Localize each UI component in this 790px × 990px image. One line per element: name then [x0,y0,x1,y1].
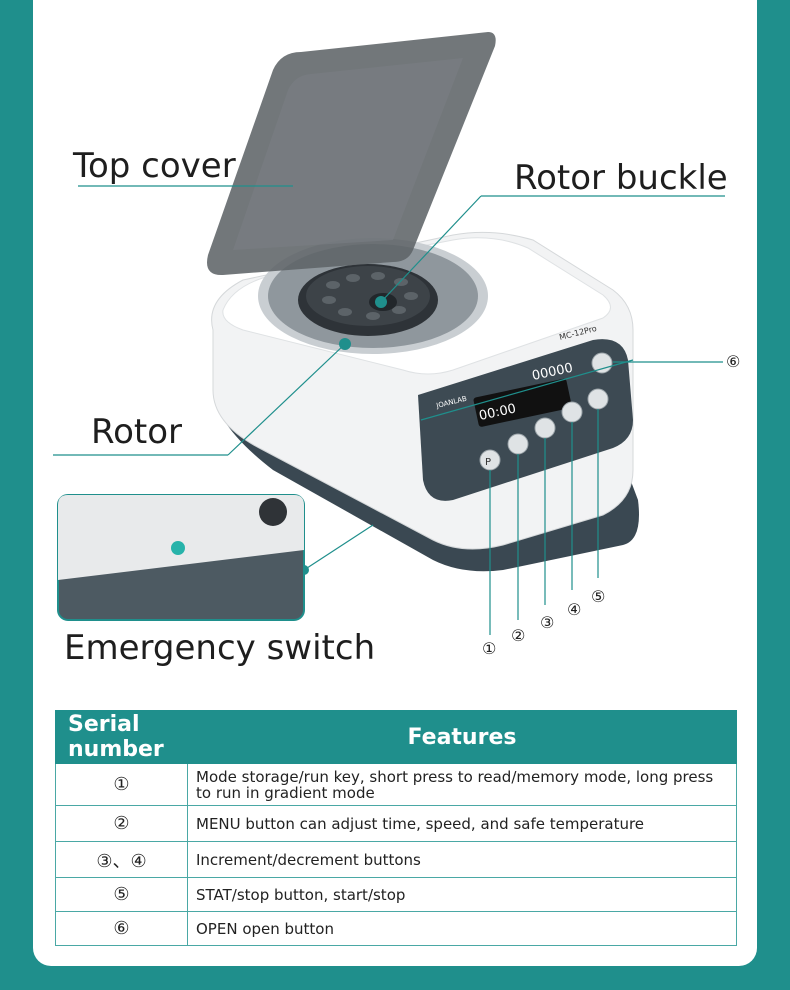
feature-cell: OPEN open button [187,911,737,946]
header-serial-number: Serial number [55,710,188,764]
button-down [561,401,583,423]
features-table: Serial number Features ① Mode storage/ru… [55,710,737,946]
callout-2: ② [511,626,526,645]
label-emergency-switch: Emergency switch [64,628,376,668]
centrifuge-illustration: 00:00 00000 MC-12Pro JOANLAB P [53,32,725,635]
table-header-row: Serial number Features [55,710,737,764]
serial-cell: ⑤ [55,877,188,912]
callout-3: ③ [540,613,555,632]
callout-6: ⑥ [726,352,741,371]
table-row: ② MENU button can adjust time, speed, an… [55,805,737,842]
feature-cell: Mode storage/run key, short press to rea… [187,763,737,806]
button-p-label: P [485,457,491,468]
callout-5: ⑤ [591,587,606,606]
table-row: ⑤ STAT/stop button, start/stop [55,877,737,912]
feature-cell: Increment/decrement buttons [187,841,737,878]
serial-cell: ③、④ [55,841,188,878]
button-start-stop [587,388,609,410]
table-row: ⑥ OPEN open button [55,911,737,946]
button-menu [507,433,529,455]
button-open [591,352,613,374]
serial-cell: ① [55,763,188,806]
button-up [534,417,556,439]
callout-4: ④ [567,600,582,619]
feature-cell: MENU button can adjust time, speed, and … [187,805,737,842]
label-top-cover: Top cover [73,146,236,186]
table-row: ③、④ Increment/decrement buttons [55,841,737,878]
label-rotor: Rotor [91,412,183,452]
label-rotor-buckle: Rotor buckle [514,158,728,198]
header-features: Features [187,710,737,764]
feature-cell: STAT/stop button, start/stop [187,877,737,912]
table-row: ① Mode storage/run key, short press to r… [55,763,737,806]
callout-1: ① [482,639,497,658]
product-card: 00:00 00000 MC-12Pro JOANLAB P [33,0,757,966]
serial-cell: ⑥ [55,911,188,946]
serial-cell: ② [55,805,188,842]
